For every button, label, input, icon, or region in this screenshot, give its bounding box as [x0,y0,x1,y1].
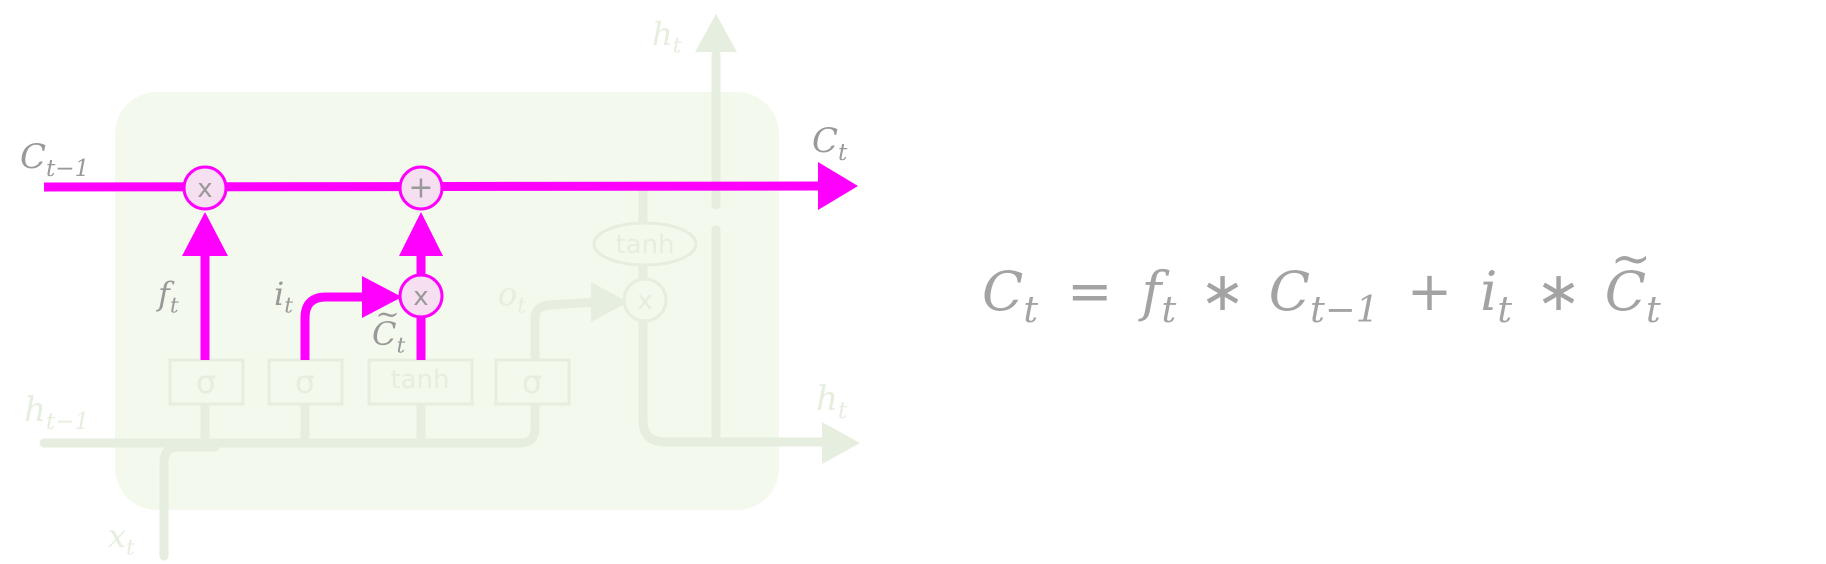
input-add-symbol: + [408,171,433,206]
sigma-layer-2 [267,358,344,406]
label-h-in: ht−1 [24,390,90,435]
h-top-arrowhead [695,14,737,52]
sigma-layer-1-label: σ [196,363,216,401]
forget-mul-node [182,165,228,211]
label-h-top: ht [652,15,682,59]
input-mul-symbol: x [413,282,428,312]
eq-term-c-prev: Ct−1 [1268,260,1379,331]
label-h-out: ht [816,379,848,424]
output-tanh-node [592,221,698,267]
f-gate-arrowhead [182,212,228,256]
tanh-layer [367,358,474,406]
eq-plus: + [1406,260,1453,323]
o-gate-arrowhead [591,282,628,322]
eq-term-i: it [1480,260,1513,331]
label-x-in: xt [108,517,135,561]
label-f-gate: ft [158,275,179,319]
output-tanh-label: tanh [615,230,674,260]
label-c-out: Ct [812,121,848,166]
output-mul-symbol: x [637,286,652,316]
sigma-layer-1 [168,358,245,406]
eq-mul-1: ∗ [1199,260,1246,323]
label-c-tilde: ~Ct [372,297,406,359]
label-c-in: Ct−1 [20,137,90,182]
output-mul-node [622,277,668,323]
eq-term-f: ft [1141,260,1177,331]
label-i-gate: it [274,275,293,319]
cell-state-equation: Ct = ft ∗ Ct−1 + it ∗ ~Ct [982,235,1661,329]
tanh-layer-label: tanh [390,365,449,395]
input-add-arrowhead [399,212,443,256]
sigma-layer-3 [494,358,571,406]
sigma-layer-2-label: σ [295,363,315,401]
eq-lhs: Ct [982,260,1039,331]
h-out-arrowhead [822,422,860,464]
forget-mul-symbol: x [197,174,212,204]
sigma-layer-3-label: σ [522,363,542,401]
label-o-gate: ot [498,275,527,319]
eq-mul-2: ∗ [1535,260,1582,323]
c-out-arrowhead [818,162,858,210]
eq-term-c-tilde: ~Ct [1604,230,1661,331]
input-add-node [398,165,444,211]
input-mul-node [398,273,444,319]
eq-equals: = [1067,260,1113,323]
i-gate-arrowhead [362,276,402,318]
